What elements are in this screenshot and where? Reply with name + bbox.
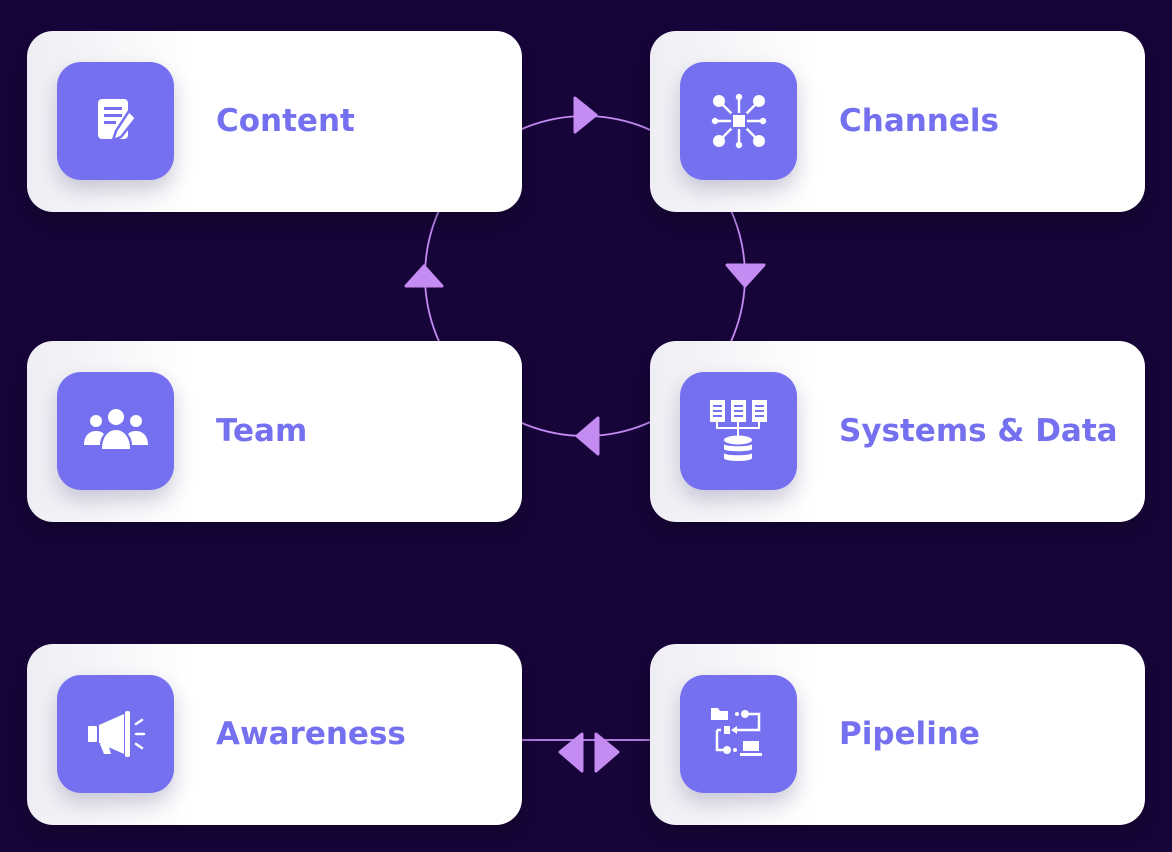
pipeline-icon-tile bbox=[680, 675, 797, 793]
arrow-up-icon bbox=[404, 264, 444, 288]
arrow-right-icon bbox=[573, 96, 598, 134]
team-label: Team bbox=[216, 413, 308, 449]
pipeline-label: Pipeline bbox=[839, 716, 980, 752]
systems-data-label: Systems & Data bbox=[839, 413, 1118, 449]
network-hub-icon bbox=[711, 93, 766, 149]
arrow-right-icon bbox=[594, 732, 620, 773]
database-servers-icon bbox=[709, 400, 767, 461]
awareness-card[interactable]: Awareness bbox=[27, 644, 522, 825]
content-label: Content bbox=[216, 103, 355, 139]
systems-data-card[interactable]: Systems & Data bbox=[650, 341, 1145, 522]
megaphone-icon bbox=[87, 711, 145, 757]
pipeline-card[interactable]: Pipeline bbox=[650, 644, 1145, 825]
users-group-icon bbox=[83, 409, 148, 449]
arrow-left-icon bbox=[575, 416, 600, 456]
awareness-label: Awareness bbox=[216, 716, 406, 752]
channels-card[interactable]: Channels bbox=[650, 31, 1145, 212]
content-icon-tile bbox=[57, 62, 174, 180]
team-icon-tile bbox=[57, 372, 174, 490]
workflow-pipeline-icon bbox=[710, 708, 762, 756]
team-card[interactable]: Team bbox=[27, 341, 522, 522]
awareness-icon-tile bbox=[57, 675, 174, 793]
channels-icon-tile bbox=[680, 62, 797, 180]
channels-label: Channels bbox=[839, 103, 999, 139]
systems-data-icon-tile bbox=[680, 372, 797, 490]
content-card[interactable]: Content bbox=[27, 31, 522, 212]
document-edit-icon bbox=[97, 99, 137, 142]
arrow-down-icon bbox=[725, 263, 766, 288]
arrow-left-icon bbox=[558, 732, 584, 773]
